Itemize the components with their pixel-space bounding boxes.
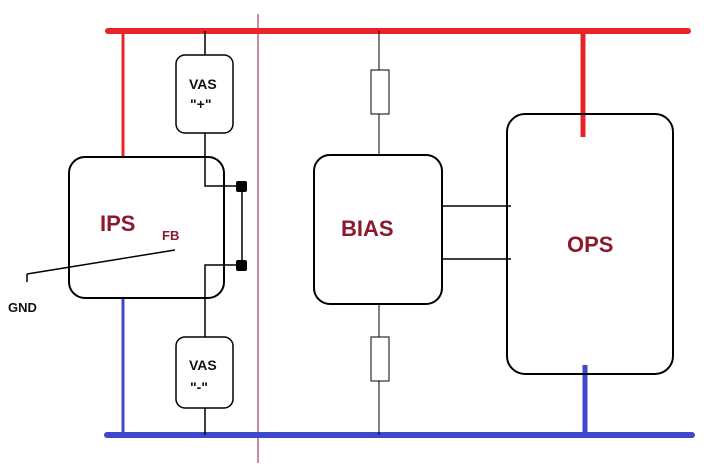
ops-label: OPS xyxy=(567,232,613,257)
ips-block xyxy=(68,156,225,299)
bias-bottom-resistor xyxy=(370,336,390,382)
junction-dot-top xyxy=(236,181,247,192)
vas-pos-block xyxy=(175,54,234,134)
fb-label: FB xyxy=(162,228,179,243)
bias-block xyxy=(313,154,443,305)
bias-top-resistor xyxy=(370,69,390,115)
vas-pos-line2: "+" xyxy=(190,96,211,112)
gnd-feedback-wire xyxy=(26,249,176,275)
vas-neg-line1: VAS xyxy=(189,357,217,373)
vas-neg-line2: "-" xyxy=(190,379,208,395)
ips-label: IPS xyxy=(100,211,135,236)
ops-block xyxy=(506,113,674,375)
vas-neg-input-wire xyxy=(204,264,242,337)
gnd-label: GND xyxy=(8,300,37,315)
junction-dot-bottom xyxy=(236,260,247,271)
vas-pos-line1: VAS xyxy=(189,76,217,92)
vas-pos-output-wire xyxy=(204,133,242,187)
bias-label: BIAS xyxy=(341,216,394,241)
